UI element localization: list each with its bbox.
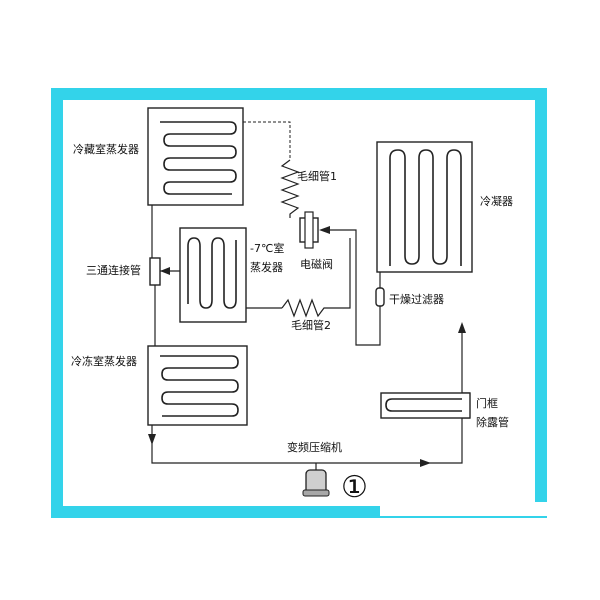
condenser-box <box>376 141 473 273</box>
label-minus7-room-line1: -7℃室 <box>250 241 284 255</box>
arrow-up-right <box>458 322 466 333</box>
label-dryer-filter: 干燥过滤器 <box>389 293 444 306</box>
dryer-to-bottom-pipe <box>322 229 381 346</box>
figure-number: ① <box>341 470 368 505</box>
label-three-way-pipe: 三通连接管 <box>86 263 141 277</box>
label-freezer-evaporator: 冷冻室蒸发器 <box>71 354 137 368</box>
minus7-evaporator-coil <box>187 237 237 309</box>
label-condenser: 冷凝器 <box>480 194 513 208</box>
bottom-return-pipe <box>428 325 463 464</box>
label-door-frame-line1: 门框 <box>476 396 498 410</box>
label-capillary-2: 毛细管2 <box>291 318 331 332</box>
solenoid-valve-core <box>304 211 314 249</box>
label-fridge-evaporator: 冷藏室蒸发器 <box>73 142 139 156</box>
dryer-filter <box>375 287 385 307</box>
arrow-into-valve <box>319 226 330 234</box>
label-capillary-1: 毛细管1 <box>297 169 337 183</box>
label-solenoid-valve: 电磁阀 <box>300 257 333 271</box>
arrow-into-three-way <box>160 267 170 275</box>
arrow-right-bottom <box>420 459 431 467</box>
capillary2-zigzag <box>281 238 351 318</box>
label-minus7-room-line2: 蒸发器 <box>250 260 283 274</box>
cyan-frame <box>51 88 547 518</box>
capillary1-top-pipe <box>243 121 291 160</box>
arrow-down-left <box>148 434 156 445</box>
label-inverter-compressor: 变频压缩机 <box>287 440 342 454</box>
three-way-connector <box>149 257 161 286</box>
capillary1-zigzag <box>280 159 300 218</box>
fridge-evaporator-coil <box>160 121 237 195</box>
condenser-coil <box>389 149 462 266</box>
inverter-compressor-base <box>302 489 330 497</box>
freezer-evaporator-coil <box>160 355 239 417</box>
freezer-evaporator-box <box>147 345 248 426</box>
door-frame-defrost-coil <box>385 398 462 412</box>
door-frame-defrost-pipe <box>380 392 471 419</box>
label-door-frame-line2: 除露管 <box>476 415 509 429</box>
frame-gap <box>380 502 550 516</box>
